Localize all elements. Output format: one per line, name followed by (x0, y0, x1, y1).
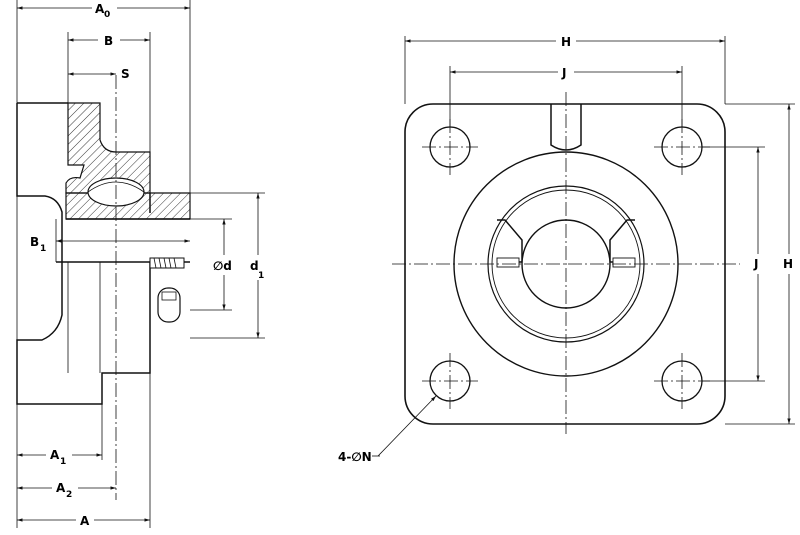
front-view: H J J H 4-∅N (338, 35, 795, 464)
label-a0: A (95, 2, 105, 16)
label-j-top: J (561, 66, 566, 80)
bolt-hole (422, 353, 478, 409)
label-b1-sub: 1 (40, 244, 46, 254)
label-a2-sub: 2 (66, 490, 72, 500)
label-h-top: H (561, 35, 571, 49)
set-screw (149, 257, 185, 269)
label-s: S (121, 67, 130, 81)
label-b1: B (30, 235, 39, 249)
label-d1: d (250, 259, 259, 273)
leader-n (377, 395, 437, 457)
label-a2: A (56, 481, 66, 495)
label-a1-sub: 1 (60, 457, 66, 467)
label-n: 4-∅N (338, 450, 372, 464)
label-a0-sub: 0 (104, 10, 110, 20)
label-a1: A (50, 448, 60, 462)
screw-thread (153, 257, 177, 269)
label-a: A (80, 514, 90, 528)
screw-right (612, 257, 636, 268)
label-d: ∅d (213, 259, 232, 273)
label-b: B (104, 34, 113, 48)
housing-outline (16, 102, 151, 405)
label-j-right: J (753, 257, 758, 271)
screw-left (496, 257, 520, 268)
ball-cage (87, 181, 145, 193)
bolt-hole (422, 119, 478, 175)
label-d1-sub: 1 (258, 271, 264, 281)
label-h-right: H (783, 257, 793, 271)
fitting-head (161, 291, 177, 301)
side-view: A 0 B S B 1 ∅d d 1 A 1 A 2 A (16, 0, 265, 528)
bolt-hole (654, 353, 710, 409)
